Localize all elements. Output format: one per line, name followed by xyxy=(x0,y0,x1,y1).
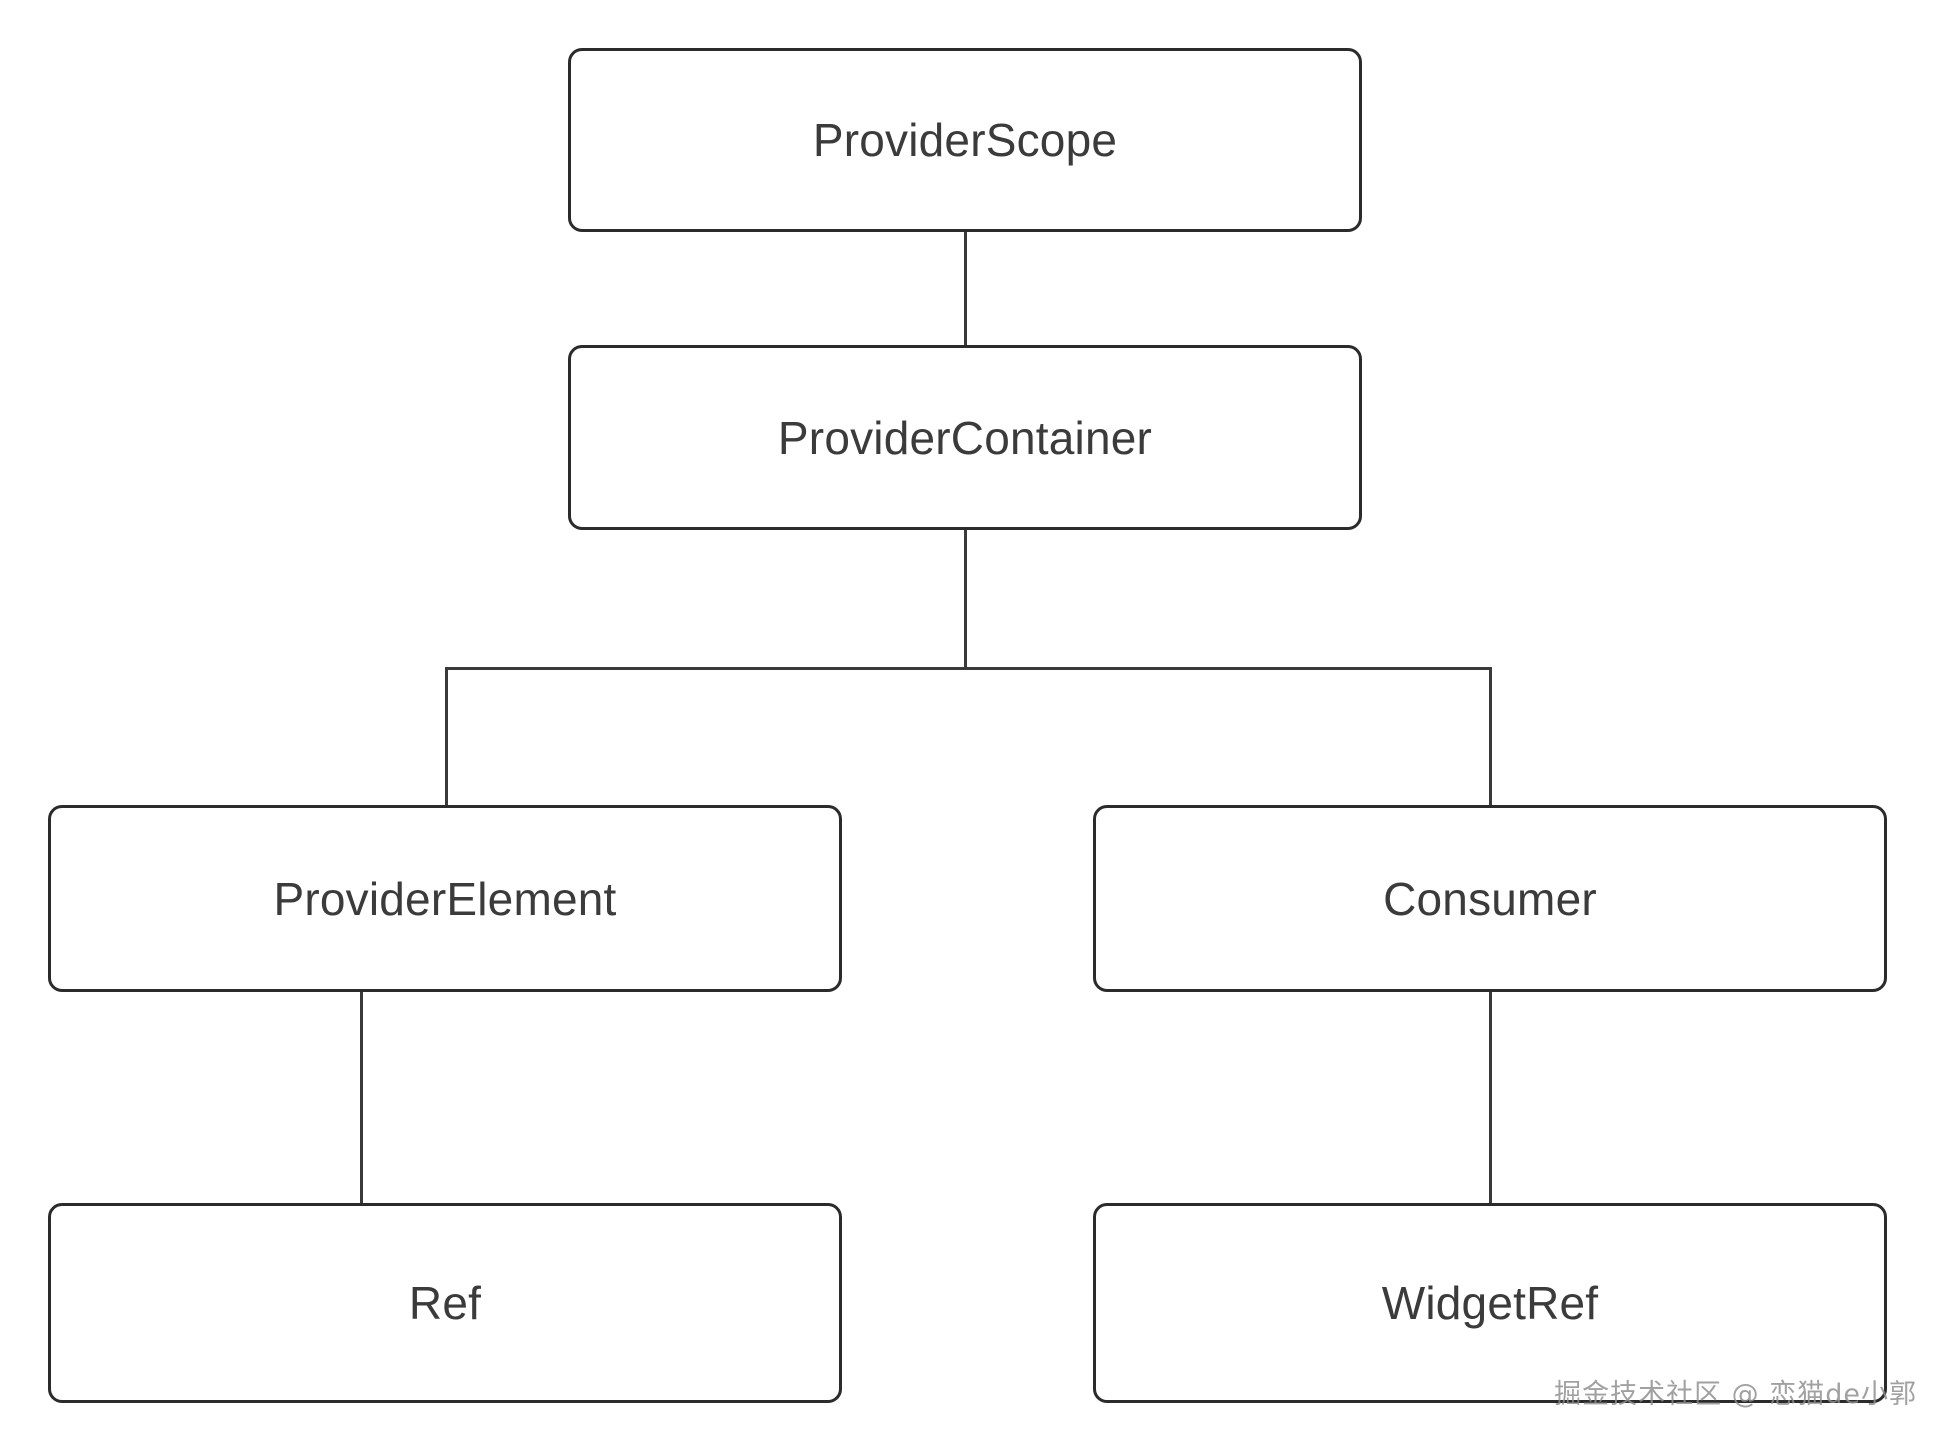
node-provider-element-label: ProviderElement xyxy=(273,872,617,925)
node-ref-label: Ref xyxy=(408,1277,482,1329)
edge-branch-to-provider-element xyxy=(445,667,448,807)
node-consumer[interactable]: Consumer xyxy=(1093,805,1887,992)
edge-provider-scope-to-provider-container xyxy=(964,231,967,347)
node-consumer-label: Consumer xyxy=(1383,872,1597,925)
node-provider-scope-label: ProviderScope xyxy=(812,114,1118,166)
node-provider-scope[interactable]: ProviderScope xyxy=(568,48,1362,232)
node-provider-container[interactable]: ProviderContainer xyxy=(568,345,1362,530)
watermark-text: 掘金技术社区 @ 恋猫de小郭 xyxy=(1554,1379,1917,1410)
node-provider-container-label: ProviderContainer xyxy=(777,411,1153,464)
edge-branch-horizontal-bar xyxy=(445,667,1492,670)
node-widget-ref[interactable]: WidgetRef xyxy=(1093,1203,1887,1403)
node-provider-element[interactable]: ProviderElement xyxy=(48,805,842,992)
edge-branch-to-consumer xyxy=(1489,667,1492,807)
node-ref[interactable]: Ref xyxy=(48,1203,842,1403)
edge-provider-element-to-ref xyxy=(360,991,363,1205)
edge-provider-container-stem xyxy=(964,529,967,669)
node-widget-ref-label: WidgetRef xyxy=(1381,1277,1599,1329)
edge-consumer-to-widget-ref xyxy=(1489,991,1492,1205)
